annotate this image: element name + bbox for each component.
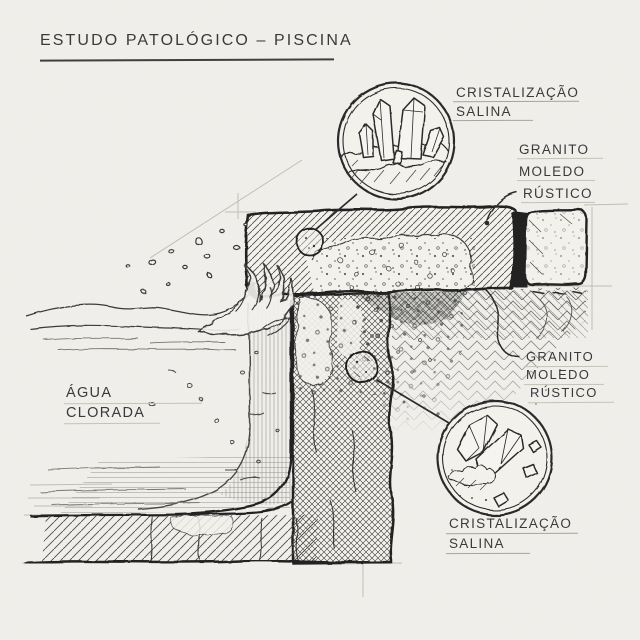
- label-line: ÁGUA: [66, 385, 113, 401]
- label-line: SALINA: [456, 104, 512, 119]
- label-line: SALINA: [449, 535, 505, 551]
- label-line: GRANITO: [526, 349, 595, 364]
- label-salt-crystallization-bottom: CRISTALIZAÇÃO SALINA: [449, 514, 572, 553]
- splash-droplets: [125, 223, 249, 294]
- underwater-specks: [148, 350, 280, 481]
- page-title: ESTUDO PATOLÓGICO – PISCINA: [40, 32, 353, 49]
- label-salt-crystallization-top: CRISTALIZAÇÃO SALINA: [456, 83, 579, 121]
- leader-lines: [314, 191, 521, 424]
- label-granite-moledo-mid: GRANITO MOLEDO RÚSTICO: [526, 348, 598, 402]
- label-line: CLORADA: [66, 405, 146, 421]
- label-line: MOLEDO: [526, 367, 591, 382]
- slab-detail-marker: [295, 227, 325, 257]
- salt-crystallization-detail-bottom-icon: [436, 399, 554, 517]
- granite-coping-slab: [243, 204, 520, 301]
- water-and-splash: [25, 223, 295, 481]
- label-line: RÚSTICO: [523, 186, 593, 201]
- salt-crystallization-detail-top-icon: [336, 81, 456, 201]
- label-line: RÚSTICO: [530, 385, 598, 400]
- coping-joint-and-second-slab: [509, 208, 589, 295]
- salt-dust-trail: [342, 291, 470, 428]
- pool-floor-slab: [23, 501, 393, 565]
- label-line: MOLEDO: [519, 164, 586, 179]
- label-granite-moledo-top: GRANITO MOLEDO RÚSTICO: [519, 139, 593, 205]
- label-line: CRISTALIZAÇÃO: [456, 85, 580, 100]
- label-line: CRISTALIZAÇÃO: [449, 516, 573, 531]
- label-line: GRANITO: [519, 142, 590, 157]
- label-chlorinated-water: ÁGUA CLORADA: [66, 383, 145, 423]
